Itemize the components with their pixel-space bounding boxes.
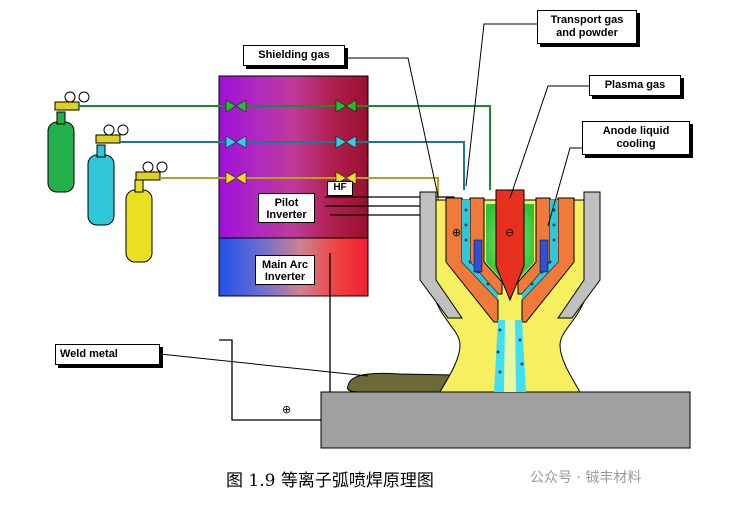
workpiece <box>320 391 691 449</box>
valve-icons <box>225 99 357 113</box>
label-anode-cooling: Anode liquid cooling <box>582 121 690 155</box>
gas-line-yellow <box>160 177 439 200</box>
gas-cylinder-cyan <box>87 124 129 226</box>
plus-symbol: ⊕ <box>452 226 461 239</box>
minus-symbol: ⊖ <box>505 226 514 239</box>
electrode <box>495 189 525 302</box>
watermark: 公众号 · 铖丰材料 <box>530 470 642 486</box>
label-transport-gas: Transport gas and powder <box>537 10 637 44</box>
gas-cylinder-yellow <box>125 161 168 263</box>
figure-caption: 图 1.9 等离子弧喷焊原理图 <box>226 471 434 491</box>
leader-lines <box>159 23 589 377</box>
gas-cylinder-green <box>47 91 90 193</box>
coolant-left <box>473 239 483 273</box>
pilot-inverter: Pilot Inverter <box>258 193 315 223</box>
workpiece-plus-symbol: ⊕ <box>282 403 291 416</box>
gas-line-green <box>78 104 491 190</box>
gas-shroud <box>419 191 463 319</box>
hf-unit: HF <box>327 181 353 196</box>
label-plasma-gas: Plasma gas <box>589 75 681 96</box>
main-arc-inverter: Main Arc Inverter <box>255 255 315 285</box>
label-shielding-gas: Shielding gas <box>243 45 345 66</box>
coolant-right <box>539 239 549 273</box>
powder-particles <box>464 208 556 374</box>
label-weld-metal: Weld metal <box>55 344 160 365</box>
